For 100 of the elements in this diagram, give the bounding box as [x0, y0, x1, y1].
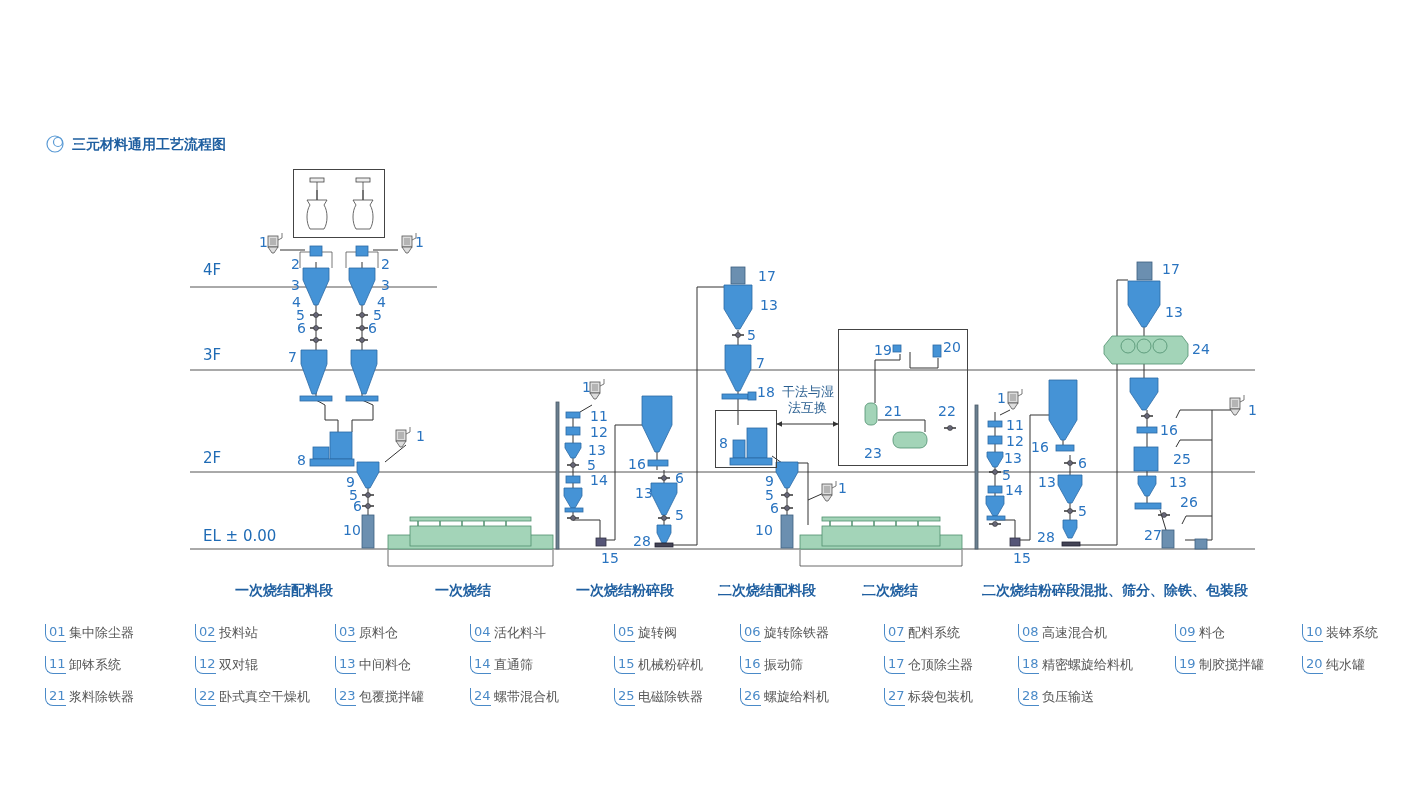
item-name: 投料站	[219, 626, 258, 640]
callout-number: 17	[758, 269, 776, 283]
callout-number: 15	[601, 551, 619, 565]
item-number: 07	[884, 624, 905, 642]
callout-number: 5	[747, 328, 756, 342]
item-number: 21	[45, 688, 66, 706]
item-number: 01	[45, 624, 66, 642]
callout-number: 3	[291, 278, 300, 292]
callout-number: 25	[1173, 452, 1191, 466]
item-number: 18	[1018, 656, 1039, 674]
item-name: 制胶搅拌罐	[1199, 658, 1264, 672]
item-name: 负压输送	[1042, 690, 1094, 704]
callout-number: 3	[381, 278, 390, 292]
callout-number: 13	[635, 486, 653, 500]
callout-number: 15	[1013, 551, 1031, 565]
item-number: 06	[740, 624, 761, 642]
equipment-box	[715, 410, 777, 468]
floor-label: 3F	[203, 347, 222, 363]
callout-number: 13	[1004, 451, 1022, 465]
callout-number: 19	[874, 343, 892, 357]
item-number: 09	[1175, 624, 1196, 642]
callout-number: 1	[416, 429, 425, 443]
item-name: 旋转除铁器	[764, 626, 829, 640]
item-number: 12	[195, 656, 216, 674]
callout-number: 23	[864, 446, 882, 460]
item-name: 精密螺旋给料机	[1042, 658, 1133, 672]
callout-number: 10	[755, 523, 773, 537]
item-number: 14	[470, 656, 491, 674]
callout-number: 1	[415, 235, 424, 249]
item-number: 03	[335, 624, 356, 642]
callout-number: 5	[765, 488, 774, 502]
item-number: 28	[1018, 688, 1039, 706]
callout-number: 6	[353, 499, 362, 513]
item-number: 04	[470, 624, 491, 642]
callout-number: 16	[1031, 440, 1049, 454]
item-name: 电磁除铁器	[638, 690, 703, 704]
item-name: 旋转阀	[638, 626, 677, 640]
callout-number: 5	[349, 488, 358, 502]
callout-number: 4	[377, 295, 386, 309]
callout-number: 6	[297, 321, 306, 335]
diagram-title: 三元材料通用工艺流程图	[72, 137, 226, 151]
section-title: 二次烧结配料段	[718, 583, 816, 597]
callout-number: 2	[291, 257, 300, 271]
callout-number: 16	[1160, 423, 1178, 437]
item-name: 卧式真空干燥机	[219, 690, 310, 704]
callout-number: 21	[884, 404, 902, 418]
callout-number: 28	[633, 534, 651, 548]
double-arrow	[776, 421, 839, 427]
callout-number: 1	[259, 235, 268, 249]
item-name: 集中除尘器	[69, 626, 134, 640]
item-number: 23	[335, 688, 356, 706]
callout-number: 28	[1037, 530, 1055, 544]
item-number: 17	[884, 656, 905, 674]
callout-number: 5	[373, 308, 382, 322]
item-name: 包覆搅拌罐	[359, 690, 424, 704]
callout-number: 7	[288, 350, 297, 364]
item-number: 27	[884, 688, 905, 706]
callout-number: 11	[1006, 418, 1024, 432]
callout-number: 13	[760, 298, 778, 312]
callout-number: 1	[582, 380, 591, 394]
callout-number: 11	[590, 409, 608, 423]
item-number: 26	[740, 688, 761, 706]
callout-number: 24	[1192, 342, 1210, 356]
item-name: 装钵系统	[1326, 626, 1378, 640]
callout-number: 9	[346, 475, 355, 489]
callout-number: 6	[770, 501, 779, 515]
item-name: 直通筛	[494, 658, 533, 672]
callout-number: 22	[938, 404, 956, 418]
callout-number: 16	[628, 457, 646, 471]
callout-number: 13	[1038, 475, 1056, 489]
equipment-box	[293, 169, 385, 238]
item-number: 05	[614, 624, 635, 642]
callout-number: 5	[675, 508, 684, 522]
callout-number: 2	[381, 257, 390, 271]
item-name: 振动筛	[764, 658, 803, 672]
section-title: 二次烧结粉碎段混批、筛分、除铁、包装段	[982, 583, 1248, 597]
item-number: 22	[195, 688, 216, 706]
callout-number: 13	[588, 443, 606, 457]
item-name: 原料仓	[359, 626, 398, 640]
callout-number: 7	[756, 356, 765, 370]
callout-number: 6	[675, 471, 684, 485]
item-number: 11	[45, 656, 66, 674]
callout-number: 12	[590, 425, 608, 439]
item-name: 纯水罐	[1326, 658, 1365, 672]
item-name: 配料系统	[908, 626, 960, 640]
callout-number: 13	[1165, 305, 1183, 319]
floor-label: 2F	[203, 450, 222, 466]
item-name: 活化料斗	[494, 626, 546, 640]
item-name: 卸钵系统	[69, 658, 121, 672]
callout-number: 6	[368, 321, 377, 335]
callout-number: 1	[838, 481, 847, 495]
floor-label: EL ± 0.00	[203, 528, 277, 544]
callout-number: 20	[943, 340, 961, 354]
callout-number: 8	[719, 436, 728, 450]
item-name: 料仓	[1199, 626, 1225, 640]
callout-number: 5	[587, 458, 596, 472]
callout-number: 10	[343, 523, 361, 537]
section-title: 一次烧结粉碎段	[576, 583, 674, 597]
floor-label: 4F	[203, 262, 222, 278]
item-name: 高速混合机	[1042, 626, 1107, 640]
